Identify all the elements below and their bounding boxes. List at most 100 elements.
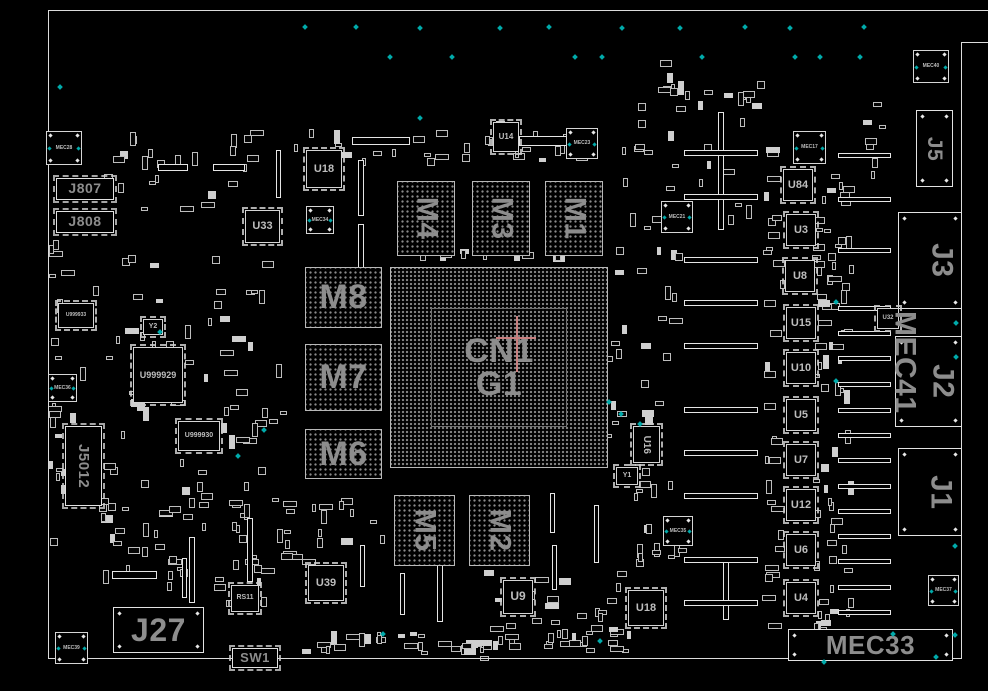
component-u3[interactable]: U3: [783, 211, 819, 249]
component-j3[interactable]: J3: [898, 212, 962, 309]
component-u33[interactable]: U33: [242, 207, 283, 246]
component-mec17[interactable]: MEC17: [793, 131, 826, 164]
component-u39[interactable]: U39: [305, 562, 347, 604]
slot-connector: [838, 458, 891, 463]
passive-component: [704, 90, 713, 95]
passive-component: [771, 438, 783, 445]
passive-component: [657, 247, 661, 255]
slot-connector: [684, 557, 758, 563]
passive-component: [841, 290, 847, 304]
diamond-mark-icon: [57, 657, 62, 662]
component-mec23[interactable]: MEC23: [566, 128, 598, 159]
component-u10[interactable]: U10: [783, 349, 819, 387]
slot-connector: [684, 300, 758, 306]
component-j1[interactable]: J1: [898, 448, 962, 536]
passive-component: [616, 247, 624, 255]
component-u4[interactable]: U4: [783, 579, 819, 617]
component-j27[interactable]: J27: [113, 607, 204, 653]
passive-component: [185, 325, 191, 339]
passive-component: [380, 535, 385, 544]
component-m7[interactable]: M7: [305, 344, 382, 411]
passive-component: [670, 88, 678, 96]
slot-connector: [838, 153, 891, 158]
component-m1[interactable]: M1: [545, 181, 603, 256]
component-j807[interactable]: J807: [53, 175, 117, 203]
component-rs11[interactable]: RS11: [228, 582, 262, 615]
passive-component: [672, 293, 677, 302]
passive-component: [244, 504, 250, 518]
component-u18[interactable]: U18: [303, 147, 345, 191]
component-mec21[interactable]: MEC21: [661, 201, 693, 233]
component-mec37[interactable]: MEC37: [928, 575, 959, 606]
component-u15[interactable]: U15: [783, 304, 819, 342]
component-mec34[interactable]: MEC34: [306, 206, 334, 234]
diamond-mark-icon: [327, 227, 332, 232]
component-mec33[interactable]: MEC33: [788, 629, 953, 661]
slot-connector: [400, 573, 405, 615]
component-label: J807: [68, 180, 102, 197]
component-u5[interactable]: U5: [783, 396, 819, 434]
component-mec40[interactable]: MEC40: [913, 50, 949, 83]
passive-component: [757, 81, 765, 89]
component-label: U8: [792, 269, 808, 282]
passive-component: [229, 500, 243, 506]
component-mec36[interactable]: MEC36: [48, 374, 77, 402]
slot-connector: [838, 433, 891, 438]
passive-component: [765, 362, 770, 371]
passive-component: [199, 502, 209, 508]
component-mec39[interactable]: MEC39: [55, 632, 88, 664]
component-mec41[interactable]: MEC41: [886, 280, 922, 445]
passive-component: [341, 538, 353, 545]
component-y1[interactable]: Y1: [613, 464, 641, 488]
test-point: [449, 54, 455, 60]
component-u999933[interactable]: U999933: [55, 300, 97, 331]
component-m2[interactable]: M2: [469, 495, 530, 566]
passive-component: [317, 538, 323, 548]
passive-component: [51, 338, 59, 346]
component-m4[interactable]: M4: [397, 181, 455, 256]
diamond-mark-icon: [70, 395, 75, 400]
component-mec35[interactable]: MEC35: [663, 516, 693, 546]
component-j2[interactable]: J2: [895, 336, 962, 427]
component-j808[interactable]: J808: [53, 208, 117, 236]
passive-component: [202, 523, 206, 531]
component-m6[interactable]: M6: [305, 429, 382, 479]
passive-component: [842, 283, 850, 291]
component-u16[interactable]: U16: [630, 423, 663, 466]
board-outline: [48, 10, 988, 11]
component-j5[interactable]: J5: [916, 110, 953, 187]
component-u7[interactable]: U7: [783, 441, 819, 479]
component-u84[interactable]: U84: [780, 166, 816, 204]
passive-component: [359, 633, 365, 647]
component-u12[interactable]: U12: [783, 486, 819, 524]
component-j5012[interactable]: J5012: [62, 423, 105, 509]
test-point: [953, 320, 959, 326]
component-m5[interactable]: M5: [394, 495, 455, 566]
passive-component: [252, 423, 258, 437]
slot-connector: [437, 558, 443, 622]
passive-component: [844, 568, 853, 573]
passive-component: [302, 559, 316, 565]
passive-component: [685, 91, 690, 100]
component-u18[interactable]: U18: [625, 587, 667, 629]
passive-component: [764, 371, 776, 378]
component-u8[interactable]: U8: [782, 257, 818, 295]
component-u6[interactable]: U6: [783, 531, 819, 569]
passive-component: [228, 181, 238, 187]
diamond-mark-icon: [70, 376, 75, 381]
component-u999930[interactable]: U999930: [175, 418, 223, 454]
slot-connector: [838, 248, 891, 253]
passive-component: [118, 183, 124, 193]
teal-dot-icon: [943, 65, 948, 70]
component-m8[interactable]: M8: [305, 267, 382, 328]
component-u14[interactable]: U14: [490, 119, 522, 155]
component-u9[interactable]: U9: [500, 577, 536, 617]
passive-component: [698, 101, 703, 110]
slot-connector: [838, 197, 891, 202]
component-mec28[interactable]: MEC28: [46, 131, 82, 165]
passive-component: [294, 144, 298, 152]
component-m3[interactable]: M3: [472, 181, 530, 256]
component-u999929[interactable]: U999929: [130, 344, 186, 406]
component-sw1[interactable]: SW1: [229, 645, 281, 671]
